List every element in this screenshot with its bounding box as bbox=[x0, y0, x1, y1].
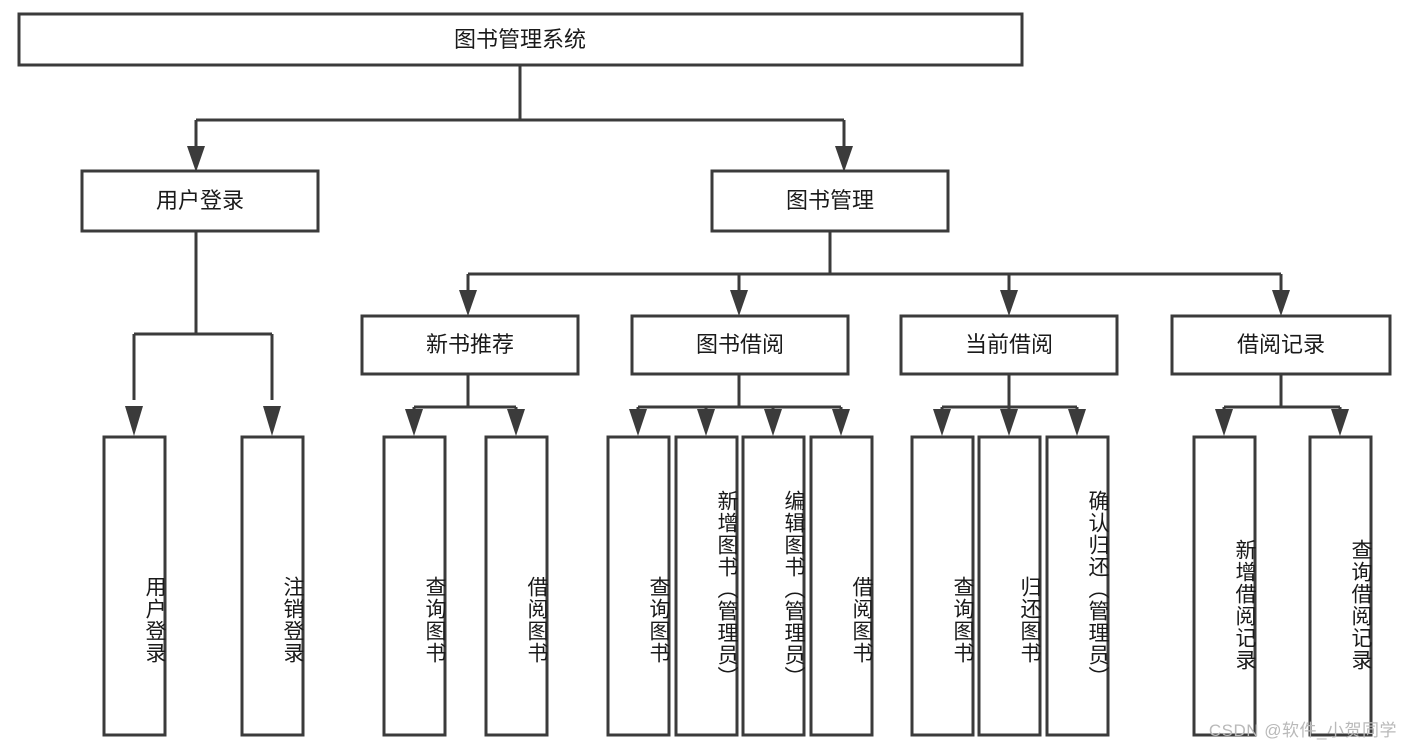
leaf-add-book-box[interactable] bbox=[674, 435, 739, 737]
arrow-to-leaf-query-book-cb bbox=[933, 409, 951, 436]
node-new-book-recommend-label: 新书推荐 bbox=[426, 332, 514, 357]
connector-bookborrow-to-leaves bbox=[636, 375, 843, 420]
leaf-query-record-box[interactable] bbox=[1308, 435, 1373, 737]
node-book-management-label: 图书管理 bbox=[786, 188, 874, 213]
leaf-edit-book-box[interactable] bbox=[741, 435, 806, 737]
arrow-to-leaf-logout bbox=[263, 406, 281, 436]
connector-borrowrecord-to-leaves bbox=[1222, 375, 1342, 420]
arrow-to-current-borrow bbox=[1000, 290, 1018, 316]
arrow-to-leaf-edit-book bbox=[764, 409, 782, 436]
node-borrow-record-label: 借阅记录 bbox=[1237, 332, 1325, 357]
arrow-to-leaf-return-book bbox=[1000, 409, 1018, 436]
leaf-query-book-cb-box[interactable] bbox=[910, 435, 975, 737]
leaf-query-book-nb-box[interactable] bbox=[382, 435, 447, 737]
leaf-logout-box[interactable] bbox=[240, 435, 305, 737]
arrow-to-leaf-borrow-book-nb bbox=[507, 409, 525, 436]
node-root-box[interactable] bbox=[17, 12, 1024, 67]
csdn-watermark: CSDN @软件_小贺同学 bbox=[1208, 721, 1397, 740]
connectors-group bbox=[125, 65, 1349, 436]
connector-userlogin-to-leaves bbox=[132, 232, 274, 400]
arrow-to-book-management bbox=[835, 146, 853, 172]
arrow-to-leaf-user-login bbox=[125, 406, 143, 436]
node-user-login-label: 用户登录 bbox=[156, 188, 244, 213]
node-borrow-record-box[interactable] bbox=[1170, 314, 1392, 376]
arrow-to-user-login bbox=[187, 146, 205, 172]
node-new-book-recommend-box[interactable] bbox=[360, 314, 580, 376]
arrow-to-book-borrow bbox=[730, 290, 748, 316]
node-root-label: 图书管理系统 bbox=[454, 27, 586, 52]
nodes-group: 图书管理系统 用户登录 图书管理 新书推荐 图书借阅 当前借阅 借阅记录 bbox=[17, 12, 1392, 737]
leaf-borrow-book-nb-box[interactable] bbox=[484, 435, 549, 737]
arrow-to-leaf-confirm-return bbox=[1068, 409, 1086, 436]
leaf-user-login-box[interactable] bbox=[102, 435, 167, 737]
node-book-management-box[interactable] bbox=[710, 169, 950, 233]
node-book-borrow-label: 图书借阅 bbox=[696, 332, 784, 357]
connector-newbook-to-leaves bbox=[412, 375, 518, 420]
arrow-to-leaf-add-book bbox=[697, 409, 715, 436]
arrow-to-borrow-record bbox=[1272, 290, 1290, 316]
leaf-add-record-box[interactable] bbox=[1192, 435, 1257, 737]
arrow-to-leaf-borrow-book-bb bbox=[832, 409, 850, 436]
connector-bookmgmt-to-level3 bbox=[466, 232, 1283, 300]
leaf-query-book-bb-box[interactable] bbox=[606, 435, 671, 737]
connector-root-to-level2 bbox=[194, 65, 846, 160]
leaf-borrow-book-bb-box[interactable] bbox=[809, 435, 874, 737]
node-user-login-box[interactable] bbox=[80, 169, 320, 233]
arrow-to-leaf-add-record bbox=[1215, 409, 1233, 436]
node-current-borrow-label: 当前借阅 bbox=[965, 332, 1053, 357]
arrow-to-leaf-query-book-bb bbox=[629, 409, 647, 436]
leaf-confirm-return-box[interactable] bbox=[1045, 435, 1110, 737]
node-book-borrow-box[interactable] bbox=[630, 314, 850, 376]
arrow-to-leaf-query-record bbox=[1331, 409, 1349, 436]
arrow-to-new-book-recommend bbox=[459, 290, 477, 316]
arrow-to-leaf-query-book-nb bbox=[405, 409, 423, 436]
leaf-return-book-box[interactable] bbox=[977, 435, 1042, 737]
node-current-borrow-box[interactable] bbox=[899, 314, 1119, 376]
